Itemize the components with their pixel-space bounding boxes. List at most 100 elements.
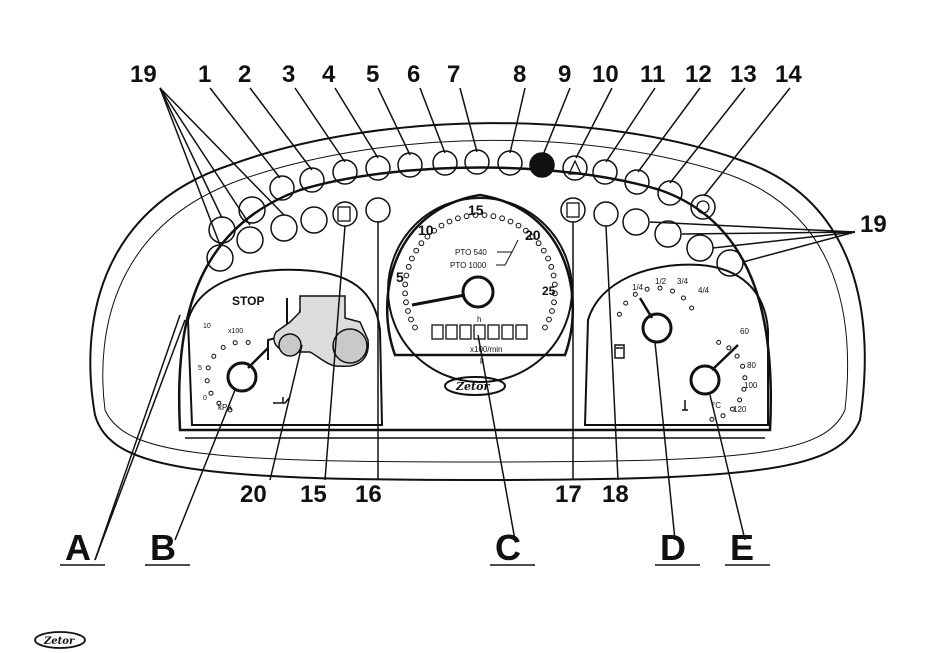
tachometer-housing bbox=[387, 195, 573, 355]
tacho-dot-8 bbox=[410, 256, 415, 261]
hour-counter bbox=[432, 325, 527, 339]
temp-tick-100: 100 bbox=[744, 381, 758, 390]
callout-20: 20 bbox=[240, 481, 267, 508]
pressure-dot-5 bbox=[212, 354, 216, 358]
warning-lamps bbox=[270, 150, 715, 219]
temp-tick-120: 120 bbox=[733, 405, 747, 414]
callout-A: A bbox=[65, 527, 91, 568]
callout-15: 15 bbox=[300, 481, 327, 508]
callout-7: 7 bbox=[447, 61, 460, 88]
tachometer-needle bbox=[412, 295, 465, 305]
callout-17: 17 bbox=[555, 481, 582, 508]
callout-1: 1 bbox=[198, 61, 211, 88]
pto-540-label: PTO 540 bbox=[455, 248, 487, 257]
temp-dot-1 bbox=[727, 346, 731, 350]
callout-4: 4 bbox=[322, 61, 336, 88]
pto-1000-label: PTO 1000 bbox=[450, 261, 487, 270]
temp-dot-3 bbox=[741, 364, 745, 368]
pto-marker-lines bbox=[496, 240, 518, 265]
tacho-dot-6 bbox=[404, 273, 409, 278]
bottom-leader-lines bbox=[95, 222, 745, 560]
tacho-dot-10 bbox=[419, 241, 424, 246]
callout-9: 9 bbox=[558, 61, 571, 88]
tacho-dot-7 bbox=[406, 264, 411, 269]
callout-12: 12 bbox=[685, 61, 712, 88]
turn-signal-lamp-2 bbox=[333, 160, 357, 184]
tachometer-hub bbox=[463, 277, 493, 307]
pressure-dot-3 bbox=[205, 379, 209, 383]
tacho-dot-1 bbox=[409, 317, 414, 322]
speedo-tick-0: 5 bbox=[396, 269, 404, 285]
tacho-dot-20 bbox=[500, 216, 505, 221]
oil-pressure-lamp bbox=[498, 151, 522, 175]
tacho-dot-28 bbox=[549, 264, 554, 269]
callout-2: 2 bbox=[238, 61, 251, 88]
callout-14: 14 bbox=[775, 61, 802, 88]
temp-dot-4 bbox=[743, 376, 747, 380]
fuel-dots bbox=[617, 286, 693, 316]
lamp-15 bbox=[333, 202, 357, 226]
fuel-needle bbox=[640, 298, 652, 318]
tacho-dot-19 bbox=[491, 214, 496, 219]
pressure-gauge-hub bbox=[228, 363, 256, 391]
fuel-dot-3 bbox=[645, 287, 649, 291]
pressure-dot-8 bbox=[246, 341, 250, 345]
pressure-dot-4 bbox=[206, 366, 210, 370]
temp-dot-0 bbox=[717, 340, 721, 344]
letter-callouts: A B C D E bbox=[60, 527, 770, 568]
tacho-dot-14 bbox=[447, 219, 452, 224]
callout-D: D bbox=[660, 527, 686, 568]
pressure-dot-2 bbox=[209, 391, 213, 395]
temp-dot-9 bbox=[710, 417, 714, 421]
pressure-tick-5: 5 bbox=[198, 365, 202, 372]
footer-logo-text: Zetor bbox=[43, 636, 75, 647]
stop-label: STOP bbox=[232, 294, 264, 308]
lamp-18 bbox=[594, 202, 618, 226]
callout-8: 8 bbox=[513, 61, 526, 88]
pressure-dot-7 bbox=[233, 341, 237, 345]
tacho-dot-4 bbox=[403, 291, 408, 296]
fuel-dot-0 bbox=[617, 312, 621, 316]
fuel-tick-1-2: 1/2 bbox=[655, 277, 667, 286]
bottom-callouts: 20 15 16 17 18 bbox=[240, 481, 629, 508]
temp-tick-80: 80 bbox=[747, 361, 756, 370]
rpm-unit: x100/min bbox=[470, 345, 502, 354]
temp-tick-60: 60 bbox=[740, 327, 749, 336]
callout-19-top: 19 bbox=[130, 61, 157, 88]
thermometer-icon bbox=[682, 400, 688, 410]
speedo-tick-2: 15 bbox=[468, 202, 484, 218]
battery-lamp bbox=[465, 150, 489, 174]
tacho-dot-29 bbox=[551, 273, 556, 278]
tacho-dot-21 bbox=[508, 219, 513, 224]
fuel-dot-6 bbox=[682, 296, 686, 300]
temp-needle bbox=[712, 345, 738, 370]
air-filter-lamp bbox=[593, 160, 617, 184]
speedo-tick-4: 25 bbox=[542, 284, 556, 298]
tacho-dot-3 bbox=[404, 300, 409, 305]
tacho-dot-0 bbox=[413, 325, 418, 330]
callout-6: 6 bbox=[407, 61, 420, 88]
fuel-dot-1 bbox=[624, 301, 628, 305]
pressure-dot-6 bbox=[221, 346, 225, 350]
parking-brake-lamp bbox=[433, 151, 457, 175]
temp-dot-8 bbox=[721, 414, 725, 418]
temp-dot-6 bbox=[738, 398, 742, 402]
oil-can-icon bbox=[273, 397, 289, 403]
tacho-dot-32 bbox=[552, 300, 557, 305]
steering-wheel-icon bbox=[697, 201, 709, 213]
tacho-dot-13 bbox=[439, 223, 444, 228]
callout-13: 13 bbox=[730, 61, 757, 88]
tacho-dot-2 bbox=[406, 309, 411, 314]
fuel-dot-2 bbox=[633, 292, 637, 296]
callout-3: 3 bbox=[282, 61, 295, 88]
pressure-needle bbox=[248, 348, 268, 368]
callout-B: B bbox=[150, 527, 176, 568]
callout-19-right: 19 bbox=[860, 211, 887, 238]
tacho-dot-9 bbox=[414, 248, 419, 253]
battery-lamp-a bbox=[398, 153, 422, 177]
right-gauge-housing bbox=[585, 265, 768, 425]
tacho-dot-26 bbox=[541, 248, 546, 253]
pressure-tick-0: 0 bbox=[203, 395, 207, 402]
temp-dot-2 bbox=[735, 354, 739, 358]
